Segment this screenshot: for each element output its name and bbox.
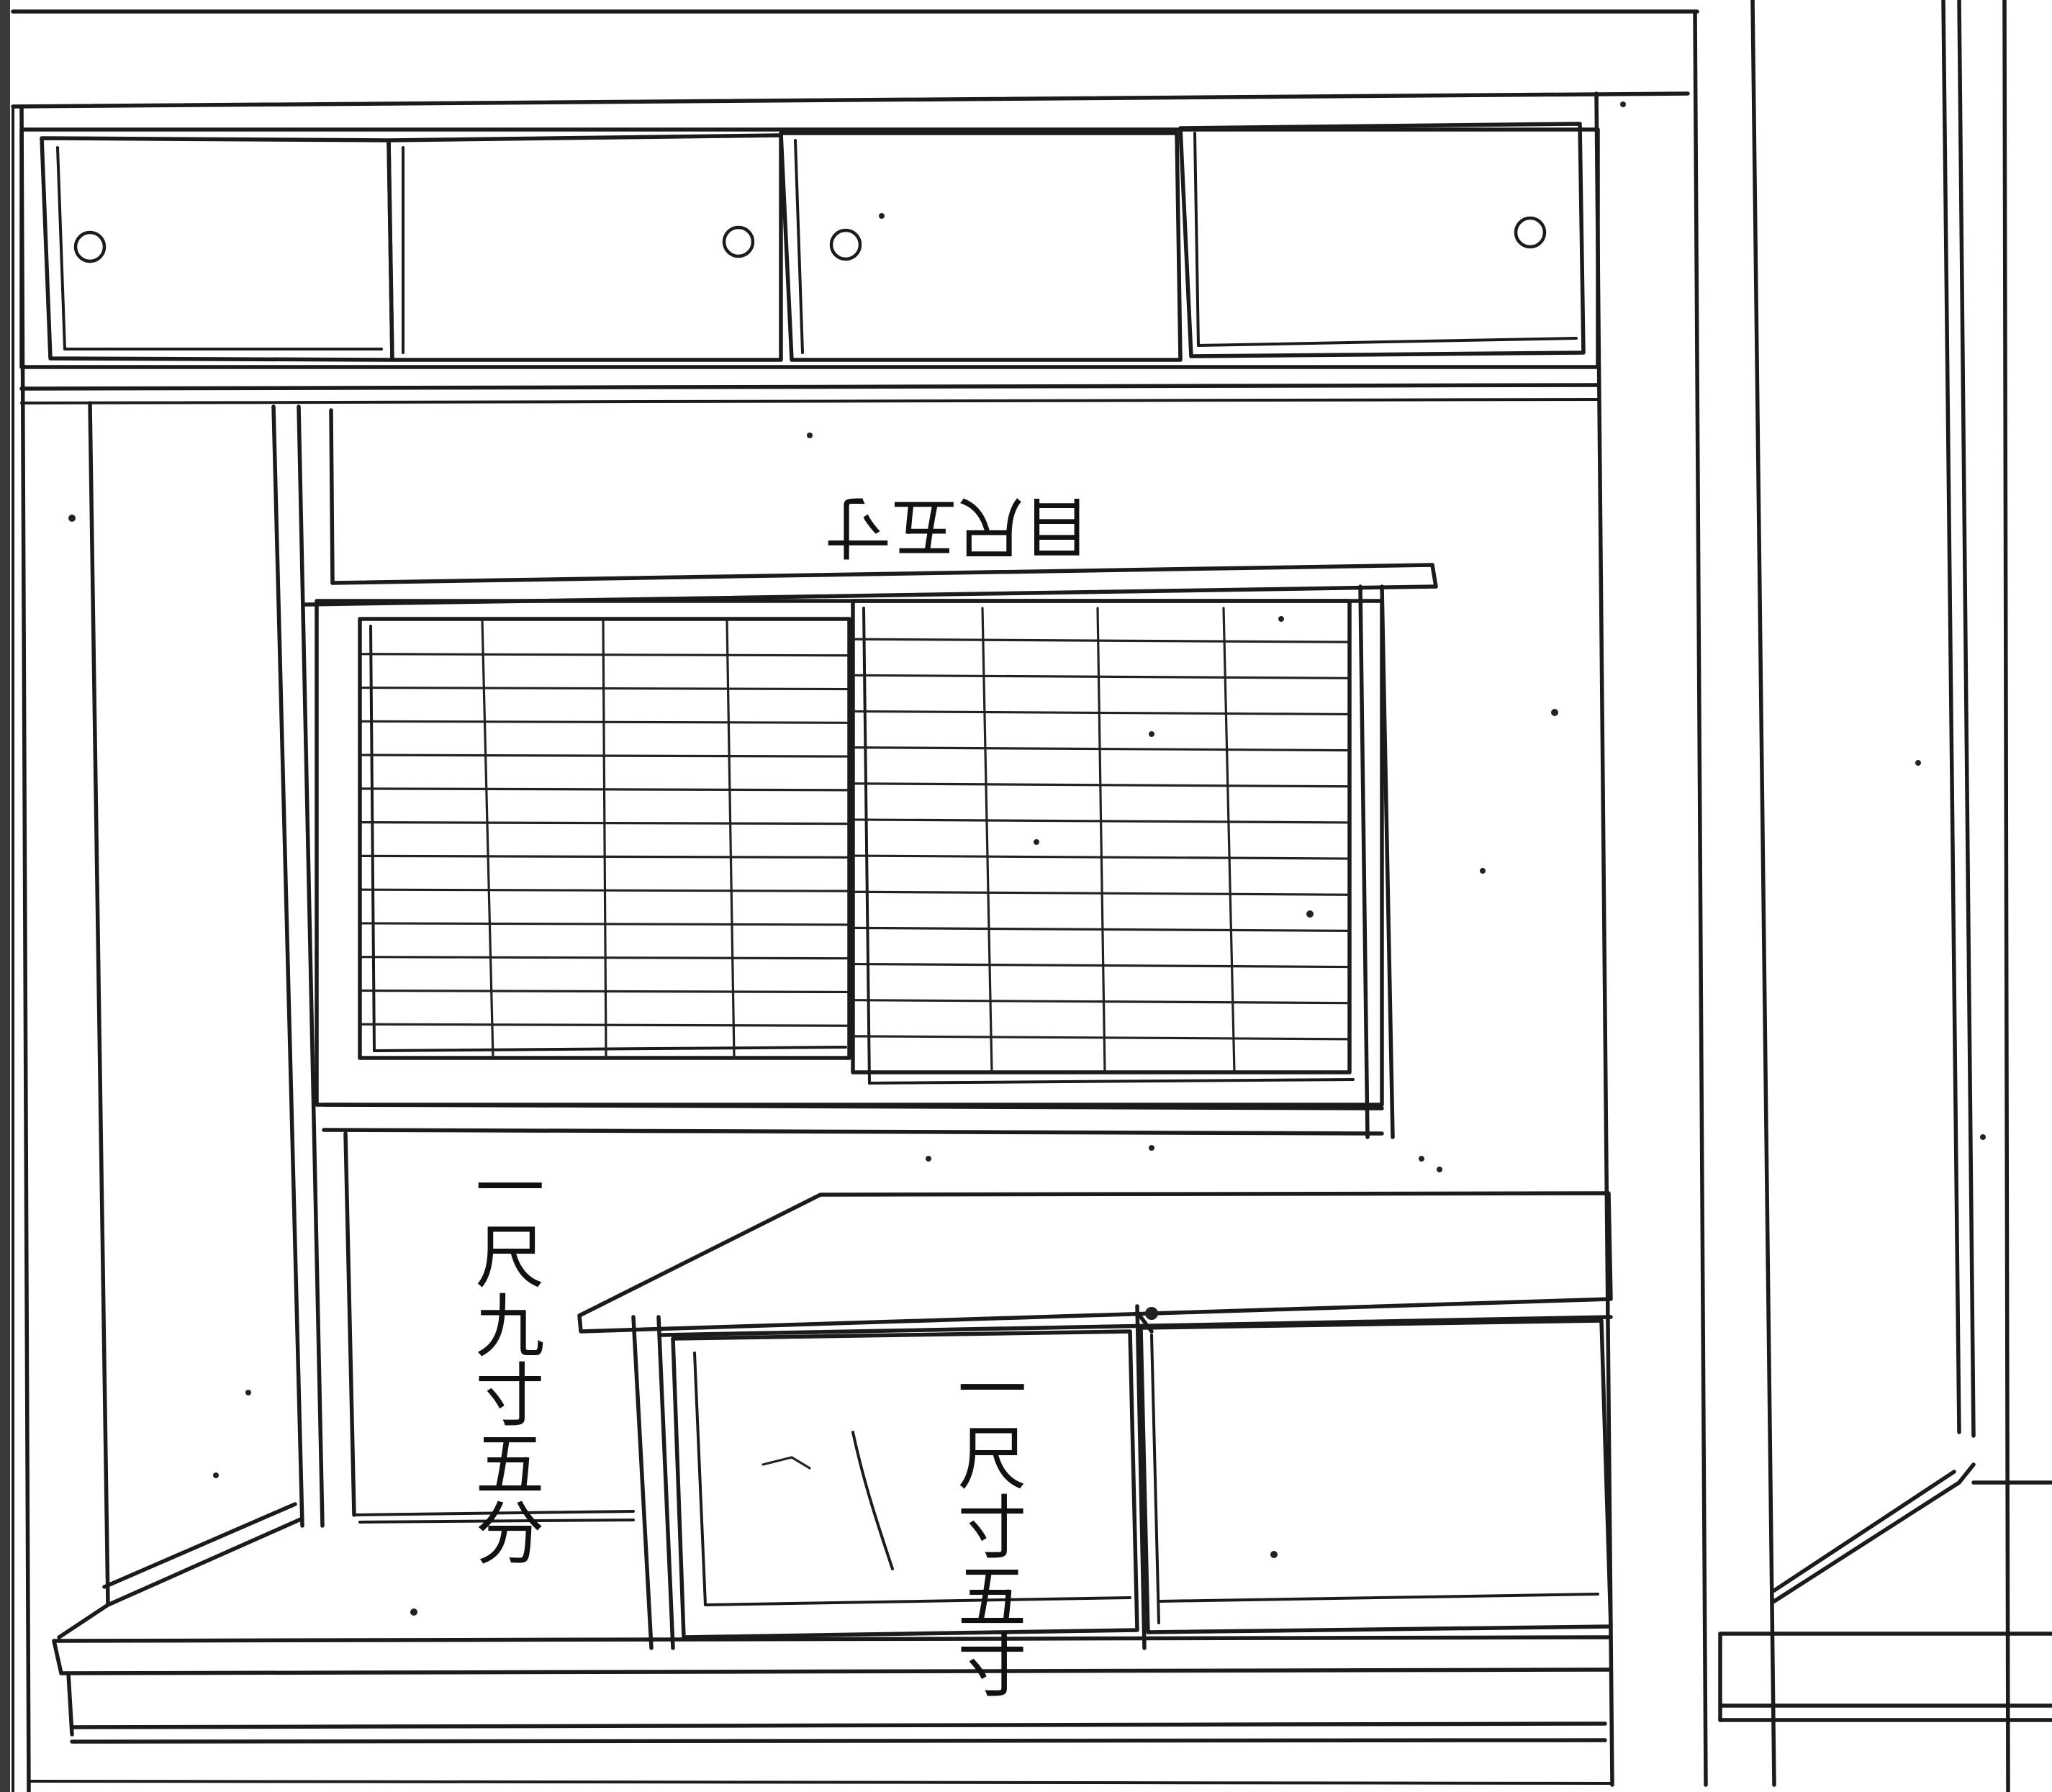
cupboard-door-2	[387, 133, 783, 362]
wall-dimension-label: 一尺九寸五分	[464, 1151, 544, 1566]
shoji-panel-left	[358, 617, 851, 1060]
shoji-window	[315, 584, 1395, 1139]
shoji-bar	[853, 926, 1350, 932]
alcove	[102, 404, 1438, 1607]
cupboard-door-3	[779, 131, 1183, 362]
shoji-bar	[853, 962, 1350, 969]
cupboard-door-4	[1178, 122, 1586, 358]
cupboard-door-1	[40, 136, 394, 362]
cabinet-dimension-label: 一尺寸五寸	[946, 1353, 1026, 1698]
shoji-bar	[360, 653, 849, 657]
scan-specks	[68, 101, 1986, 1616]
lower-wall	[343, 1131, 635, 1524]
lower-cabinet	[577, 1191, 1613, 1650]
shoji-panel-right	[851, 599, 1355, 1085]
shoji-bar	[853, 674, 1350, 679]
shoji-bar	[853, 999, 1350, 1005]
door-handle-icon	[829, 228, 862, 261]
window-height-label: 目尺五寸	[825, 488, 1090, 565]
svg-text:目尺五寸: 目尺五寸	[825, 488, 1090, 565]
shoji-bar	[853, 746, 1350, 752]
door-handle-icon	[722, 225, 755, 258]
cabinet-door-left	[671, 1329, 1139, 1639]
floor-platform	[27, 1603, 1614, 1785]
shoji-bar	[853, 710, 1350, 716]
upper-cupboard	[19, 122, 1600, 404]
shoji-bar	[853, 638, 1350, 643]
door-handle-icon	[1514, 216, 1547, 249]
shoji-bar	[853, 1035, 1350, 1041]
scan-edge-texture	[0, 0, 10, 1792]
room-frame	[11, 0, 2052, 1792]
door-handle-icon	[73, 230, 107, 263]
cabinet-door-right	[1139, 1318, 1613, 1634]
shoji-bar	[360, 1023, 849, 1027]
